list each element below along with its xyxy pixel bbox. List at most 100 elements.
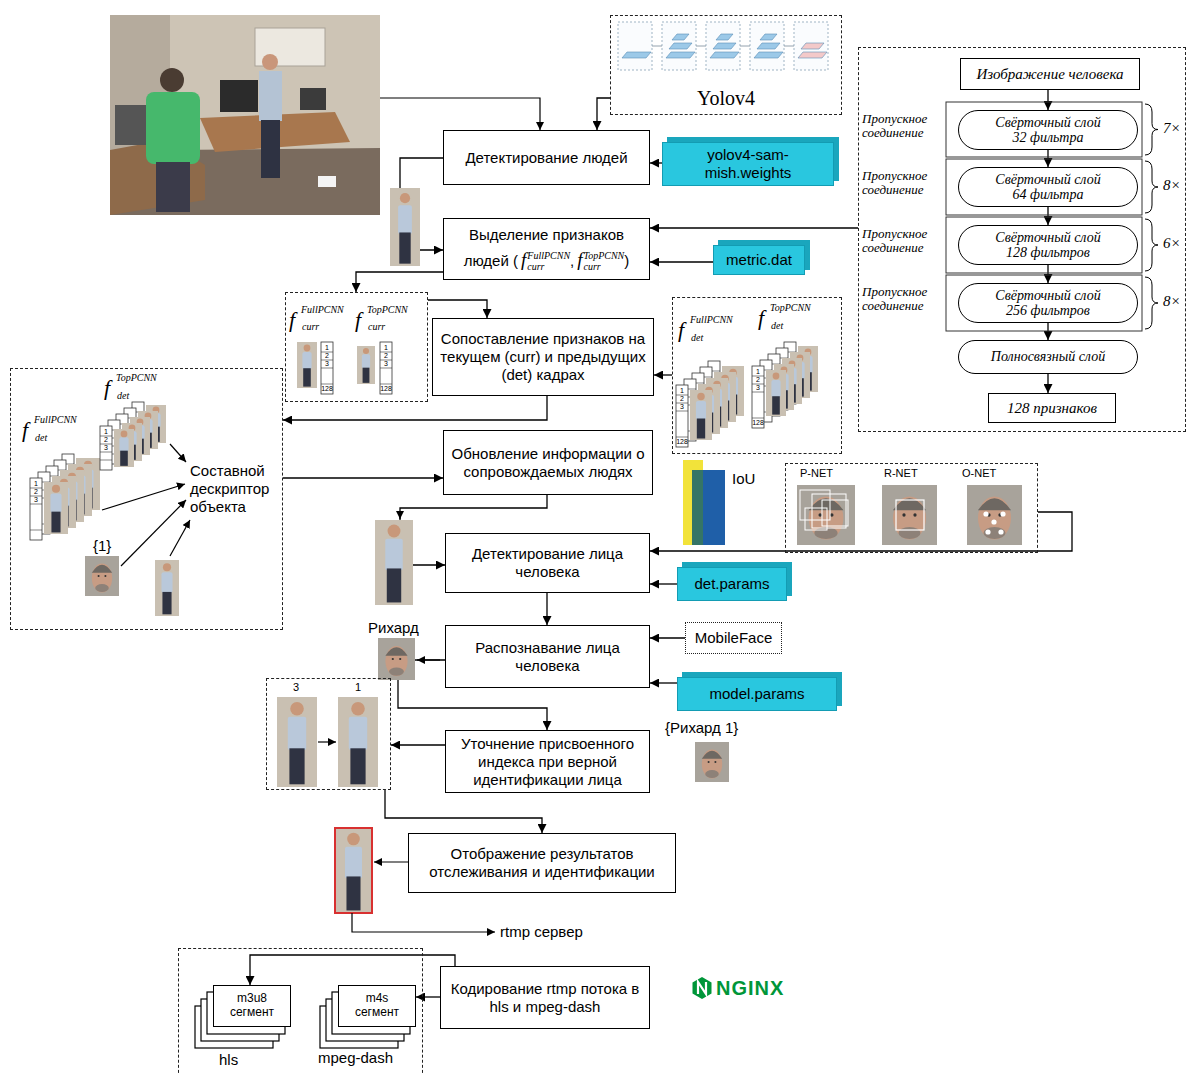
brace xyxy=(1145,219,1158,271)
box-text: Свёрточный слой 32 фильтра xyxy=(987,115,1109,146)
vector-index: 1 xyxy=(321,344,333,352)
leader-arrow xyxy=(417,659,440,660)
iou-overlap xyxy=(692,470,703,545)
vector-index: 128 xyxy=(676,438,688,446)
process-box: Распознавание лица человека xyxy=(445,625,650,688)
connector-arrow xyxy=(1047,90,1048,110)
person-figure xyxy=(277,697,317,787)
skip-connection-frame xyxy=(946,102,1142,157)
connector-arrow xyxy=(1047,207,1048,225)
candidate-box xyxy=(896,500,924,530)
face-figure xyxy=(378,638,415,680)
shirt xyxy=(696,401,706,420)
connector-arrow xyxy=(1047,374,1048,393)
formula-superscript: FullPCNN xyxy=(301,304,344,315)
face-figure xyxy=(967,485,1022,545)
landmark-dot xyxy=(991,519,996,524)
beard xyxy=(899,527,921,539)
face-skin xyxy=(702,750,722,779)
person-figure xyxy=(44,482,68,534)
annotation-label: {Рихард 1} xyxy=(665,719,738,737)
head xyxy=(121,431,128,438)
photo-paper xyxy=(318,176,336,187)
vector-column xyxy=(752,366,764,428)
layer-box: Свёрточный слой 64 фильтра xyxy=(958,167,1138,207)
formula-symbol: f xyxy=(22,418,28,442)
shirt xyxy=(771,380,780,397)
vector-cell-line xyxy=(380,384,392,385)
vector-index: 3 xyxy=(676,403,688,411)
network-stage xyxy=(750,22,784,70)
vector-index: 3 xyxy=(100,444,112,452)
weights-file: det.params xyxy=(677,567,787,601)
vector-index: 128 xyxy=(752,419,764,427)
annotation-label: IoU xyxy=(732,470,755,488)
box-text: , xyxy=(570,252,574,269)
shirt xyxy=(398,205,412,234)
photo-person-trousers xyxy=(156,162,190,212)
photo-person-shirt xyxy=(259,71,282,121)
trousers xyxy=(399,232,410,263)
photo-ground xyxy=(690,390,712,440)
network-layer xyxy=(754,52,783,58)
candidate-box xyxy=(822,500,848,526)
head xyxy=(163,563,171,571)
head xyxy=(388,525,401,538)
brace xyxy=(1145,161,1158,213)
connector-arrow xyxy=(385,790,542,833)
process-box: Обновление информации о сопровождаемых л… xyxy=(443,430,653,495)
head xyxy=(351,702,365,716)
office-photo xyxy=(110,15,380,215)
connector-arrow xyxy=(356,272,443,292)
network-stage xyxy=(662,22,696,70)
trousers xyxy=(697,419,705,439)
box-text: Обновление информации о сопровождаемых л… xyxy=(450,445,646,481)
network-layer xyxy=(672,34,689,40)
formula-subscript: curr xyxy=(302,321,319,332)
eye xyxy=(98,575,100,577)
repeat-count: 8× xyxy=(1163,293,1181,310)
weights-file: yolov4-sam-mish.weights xyxy=(662,142,834,186)
box-text: metric.dat xyxy=(726,251,792,269)
vector-index: 128 xyxy=(321,385,333,393)
vector-cell-line xyxy=(676,411,688,412)
network-link xyxy=(652,46,662,47)
model-panel: Yolov4 xyxy=(610,15,842,115)
process-box: Отображение результатов отслеживания и и… xyxy=(408,833,676,893)
head xyxy=(697,393,704,400)
annotation-label: Рихард xyxy=(368,619,419,637)
vector-index: 128 xyxy=(380,385,392,393)
head xyxy=(290,702,304,716)
weights-file: model.params xyxy=(677,677,837,711)
trousers xyxy=(120,451,128,466)
feature-panel: fFullPCNNdetfTopPCNNdet123128123128 xyxy=(672,297,842,454)
brace xyxy=(1145,104,1158,155)
formula-superscript: TopPCNN xyxy=(116,372,157,383)
landmark-dot xyxy=(998,529,1003,534)
network-layer xyxy=(666,52,695,58)
shirt xyxy=(385,539,402,570)
face-skin xyxy=(385,646,407,676)
face-skin xyxy=(978,496,1011,539)
vector-index: 1 xyxy=(100,428,112,436)
vector-column xyxy=(676,385,688,447)
box-text: MobileFace xyxy=(695,629,773,647)
index-panel: 31 xyxy=(266,678,391,790)
landmark-dot xyxy=(1000,511,1005,516)
person-figure xyxy=(766,370,786,416)
trousers xyxy=(162,592,171,614)
vector-index: 3 xyxy=(752,384,764,392)
vector-column xyxy=(100,426,112,470)
mtcnn-panel: P-NETR-NETO-NET xyxy=(785,463,1038,553)
vector-index: 1 xyxy=(676,387,688,395)
person-figure xyxy=(335,828,372,913)
repeat-count: 7× xyxy=(1163,120,1181,137)
network-layer xyxy=(798,52,827,58)
network-layer xyxy=(801,43,824,49)
iou-box xyxy=(683,460,703,545)
shirt xyxy=(50,493,61,512)
box-text: Уточнение присвоенного индекса при верно… xyxy=(452,735,643,789)
eye xyxy=(913,513,916,516)
photo-person-trousers xyxy=(261,120,280,178)
repeat-count: 8× xyxy=(1163,177,1181,194)
